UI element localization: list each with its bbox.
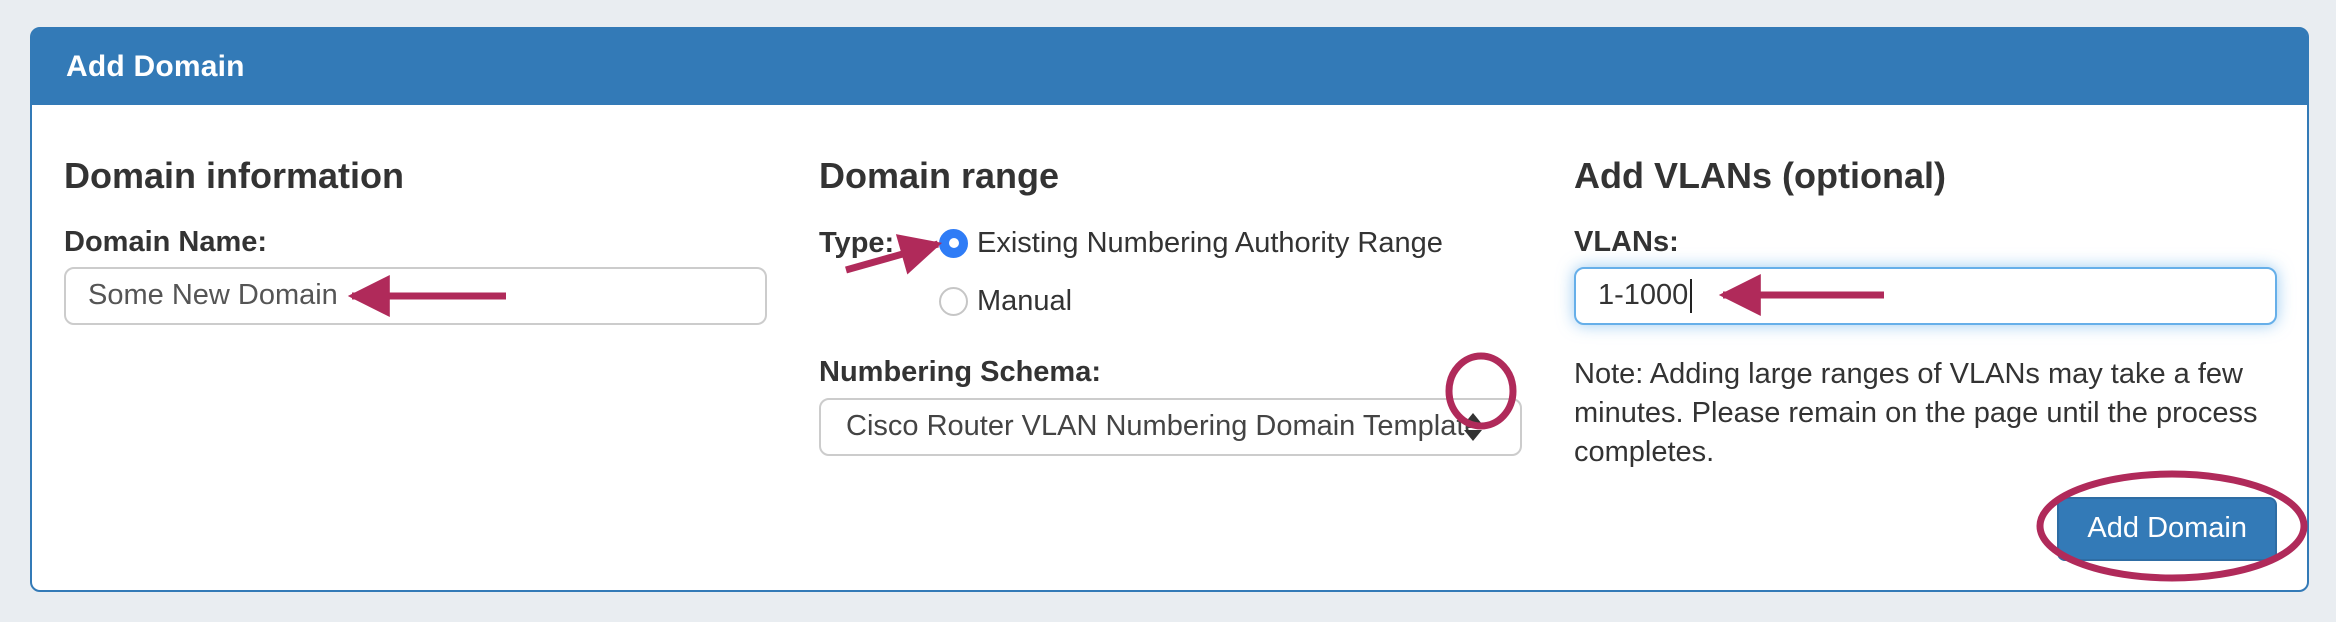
add-vlans-section: Add VLANs (optional) VLANs: 1-1000 Note:… [1574, 158, 2277, 590]
domain-name-label: Domain Name: [64, 226, 268, 258]
vlans-label: VLANs: [1574, 226, 1679, 258]
radio-option-existing-numbering-authority-range[interactable]: Existing Numbering Authority Range [939, 225, 1443, 261]
type-field: Type: Existing Numbering Authority Range… [819, 225, 1522, 341]
type-label: Type: [819, 227, 895, 259]
radio-label-manual: Manual [977, 285, 1073, 317]
button-row: Add Domain [1574, 496, 2277, 561]
radio-button-existing-icon[interactable] [939, 228, 968, 258]
type-radio-group: Existing Numbering Authority Range Manua… [939, 225, 1443, 341]
radio-option-manual[interactable]: Manual [939, 283, 1443, 319]
vlans-value: 1-1000 [1598, 279, 1689, 312]
domain-information-section: Domain information Domain Name: Some New… [64, 158, 767, 590]
text-cursor-icon [1690, 278, 1693, 313]
domain-name-input[interactable]: Some New Domain [64, 266, 767, 325]
numbering-schema-select[interactable]: Cisco Router VLAN Numbering Domain Templ… [819, 397, 1522, 456]
radio-button-manual-icon[interactable] [939, 286, 968, 316]
numbering-schema-label: Numbering Schema: [819, 356, 1101, 388]
domain-range-section: Domain range Type: Existing Numbering Au… [819, 158, 1522, 590]
radio-label-existing: Existing Numbering Authority Range [977, 227, 1443, 259]
select-caret-icon [1464, 412, 1482, 441]
add-vlans-heading: Add VLANs (optional) [1574, 155, 1946, 196]
panel-body: Domain information Domain Name: Some New… [32, 105, 2307, 590]
add-domain-panel: Add Domain Domain information Domain Nam… [30, 27, 2309, 592]
domain-information-heading: Domain information [64, 155, 404, 196]
panel-title: Add Domain [66, 50, 245, 83]
vlans-input[interactable]: 1-1000 [1574, 266, 2277, 325]
panel-header: Add Domain [32, 29, 2307, 105]
add-domain-button[interactable]: Add Domain [2057, 496, 2277, 561]
vlans-note: Note: Adding large ranges of VLANs may t… [1574, 357, 2258, 468]
domain-range-heading: Domain range [819, 155, 1060, 196]
numbering-schema-selected-value: Cisco Router VLAN Numbering Domain Templ… [846, 410, 1481, 443]
domain-name-value: Some New Domain [88, 279, 338, 312]
